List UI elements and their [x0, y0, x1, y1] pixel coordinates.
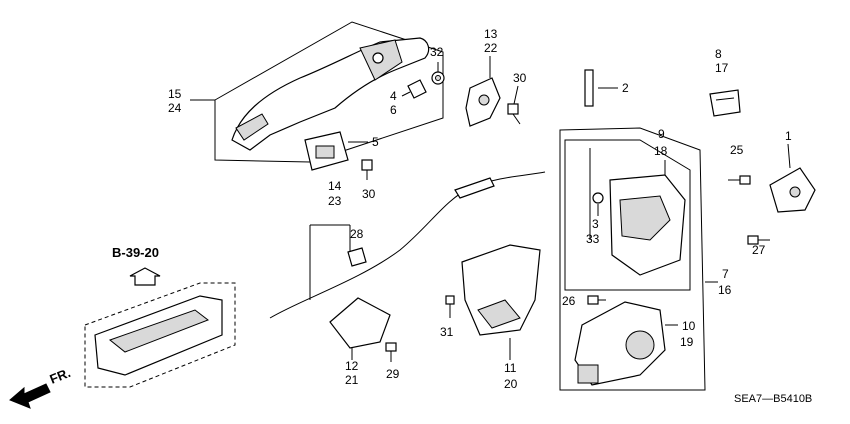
- screw-head: [445, 295, 455, 305]
- actuator-connector: [577, 364, 599, 384]
- handle-bracket-front: [235, 113, 269, 141]
- label-8: 8: [715, 47, 722, 61]
- label-30a: 30: [513, 71, 527, 85]
- label-11: 11: [504, 361, 517, 375]
- part-31-screw: [445, 295, 455, 318]
- bolt-head: [385, 342, 397, 352]
- label-6: 6: [390, 103, 397, 117]
- label-9: 9: [658, 127, 665, 141]
- inside-handle-lever: [108, 309, 210, 353]
- actuator-motor: [625, 330, 655, 360]
- direction-label: FR.: [48, 365, 73, 387]
- bracket-hole: [478, 94, 490, 106]
- part-13-bracket: [465, 56, 501, 127]
- latch-group: [559, 127, 718, 391]
- front-direction-arrow-icon: [9, 383, 51, 409]
- latch-group-outline: [559, 127, 706, 391]
- label-19: 19: [680, 335, 694, 349]
- part-30-screw-a: [361, 159, 373, 180]
- label-7: 7: [722, 267, 729, 281]
- label-3: 3: [592, 217, 599, 231]
- part-10-actuator: [574, 301, 678, 386]
- label-31: 31: [440, 325, 454, 339]
- striker-hole: [789, 186, 801, 198]
- label-25: 25: [730, 143, 744, 157]
- label-29: 29: [386, 367, 400, 381]
- bolt-head: [507, 103, 519, 115]
- label-1: 1: [785, 129, 792, 143]
- bolt-head: [587, 295, 599, 305]
- latch-inner-outline: [564, 139, 691, 291]
- cable-line: [269, 171, 546, 319]
- part-28-clip: [347, 247, 367, 267]
- label-23: 23: [328, 194, 342, 208]
- latch-mechanism: [619, 195, 671, 241]
- part-3-clip: [592, 192, 604, 216]
- label-18: 18: [654, 144, 668, 158]
- part-14-cable: [269, 171, 546, 319]
- part-29-bolt: [385, 342, 397, 362]
- part-1-striker: [769, 143, 816, 213]
- pin-body: [584, 69, 594, 107]
- bezel-slot: [315, 145, 335, 159]
- handle-group-outline: [214, 21, 444, 163]
- label-12: 12: [345, 359, 359, 373]
- clip-body: [347, 247, 367, 267]
- diagram-code: SEA7—B5410B: [734, 393, 812, 405]
- ref-label: B-39-20: [112, 245, 159, 260]
- label-21: 21: [345, 373, 359, 387]
- label-24: 24: [168, 101, 182, 115]
- screw-head: [739, 175, 751, 185]
- label-16: 16: [718, 283, 732, 297]
- inside-handle-outline: [84, 282, 236, 388]
- label-5: 5: [372, 135, 379, 149]
- label-10: 10: [682, 319, 696, 333]
- handle-pivot: [372, 52, 384, 64]
- label-33: 33: [586, 232, 600, 246]
- part-27-screw: [747, 235, 770, 245]
- label-32: 32: [430, 45, 444, 59]
- leader-4: [401, 91, 411, 97]
- clip-ring: [592, 192, 604, 204]
- part-12-cover: [329, 297, 391, 360]
- outside-handle-group: [190, 21, 444, 163]
- clip-body: [407, 79, 427, 99]
- label-14: 14: [328, 179, 342, 193]
- label-26: 26: [562, 294, 576, 308]
- part-30-bolt-b: [507, 85, 521, 125]
- bolt-shank: [512, 113, 521, 125]
- screw-head: [361, 159, 373, 171]
- case-pocket: [477, 299, 521, 329]
- label-30b: 30: [362, 187, 376, 201]
- label-22: 22: [484, 41, 498, 55]
- leader-1: [787, 143, 791, 169]
- label-17: 17: [715, 61, 729, 75]
- washer-inner: [435, 75, 441, 81]
- cover-body: [329, 297, 391, 349]
- label-20: 20: [504, 377, 518, 391]
- label-2: 2: [622, 81, 629, 95]
- ref-arrow-icon: [129, 267, 161, 286]
- label-15: 15: [168, 87, 182, 101]
- part-8-cap: [709, 89, 741, 117]
- cable-sleeve: [454, 177, 495, 199]
- label-28: 28: [350, 227, 364, 241]
- leader-30a: [513, 85, 519, 105]
- part-25-screw: [728, 175, 751, 185]
- label-4: 4: [390, 89, 397, 103]
- cap-body: [709, 89, 741, 117]
- label-27: 27: [752, 243, 766, 257]
- inside-handle-group: [84, 267, 236, 388]
- part-11-inside-case: [461, 244, 541, 360]
- part-32-washer: [431, 62, 445, 85]
- part-5-bezel: [304, 131, 368, 171]
- actuator-body: [574, 301, 666, 386]
- part-26-bolt: [587, 295, 606, 305]
- cap-rib: [715, 97, 735, 101]
- part-2-pin: [584, 69, 618, 107]
- label-13: 13: [484, 27, 498, 41]
- part-4-clip: [401, 79, 427, 99]
